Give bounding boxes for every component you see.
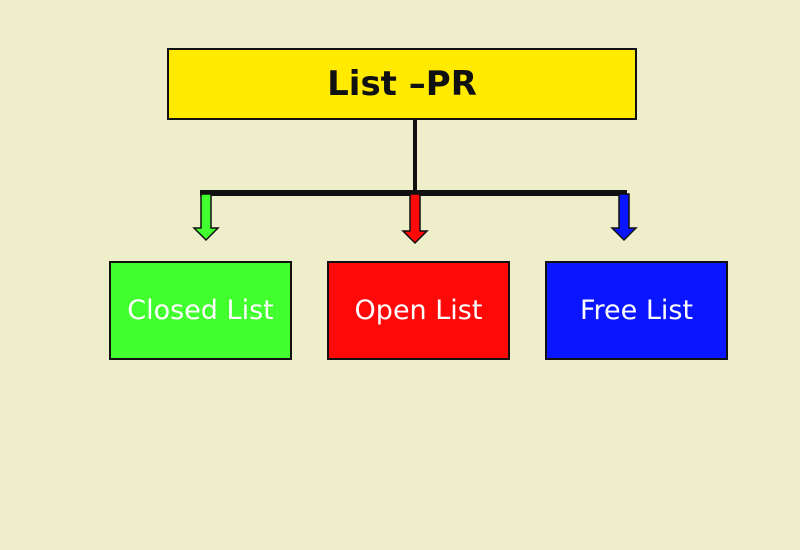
root-node-label: List –PR	[327, 64, 477, 104]
arrow-open-list	[401, 193, 429, 245]
arrow-closed-list	[192, 193, 220, 242]
root-node-list-pr: List –PR	[167, 48, 637, 120]
node-open-list-label: Open List	[354, 295, 483, 326]
node-closed-list-label: Closed List	[127, 295, 274, 326]
node-closed-list: Closed List	[109, 261, 292, 360]
node-open-list: Open List	[327, 261, 510, 360]
node-free-list-label: Free List	[579, 295, 694, 326]
arrow-free-list	[610, 193, 638, 242]
node-free-list: Free List	[545, 261, 728, 360]
